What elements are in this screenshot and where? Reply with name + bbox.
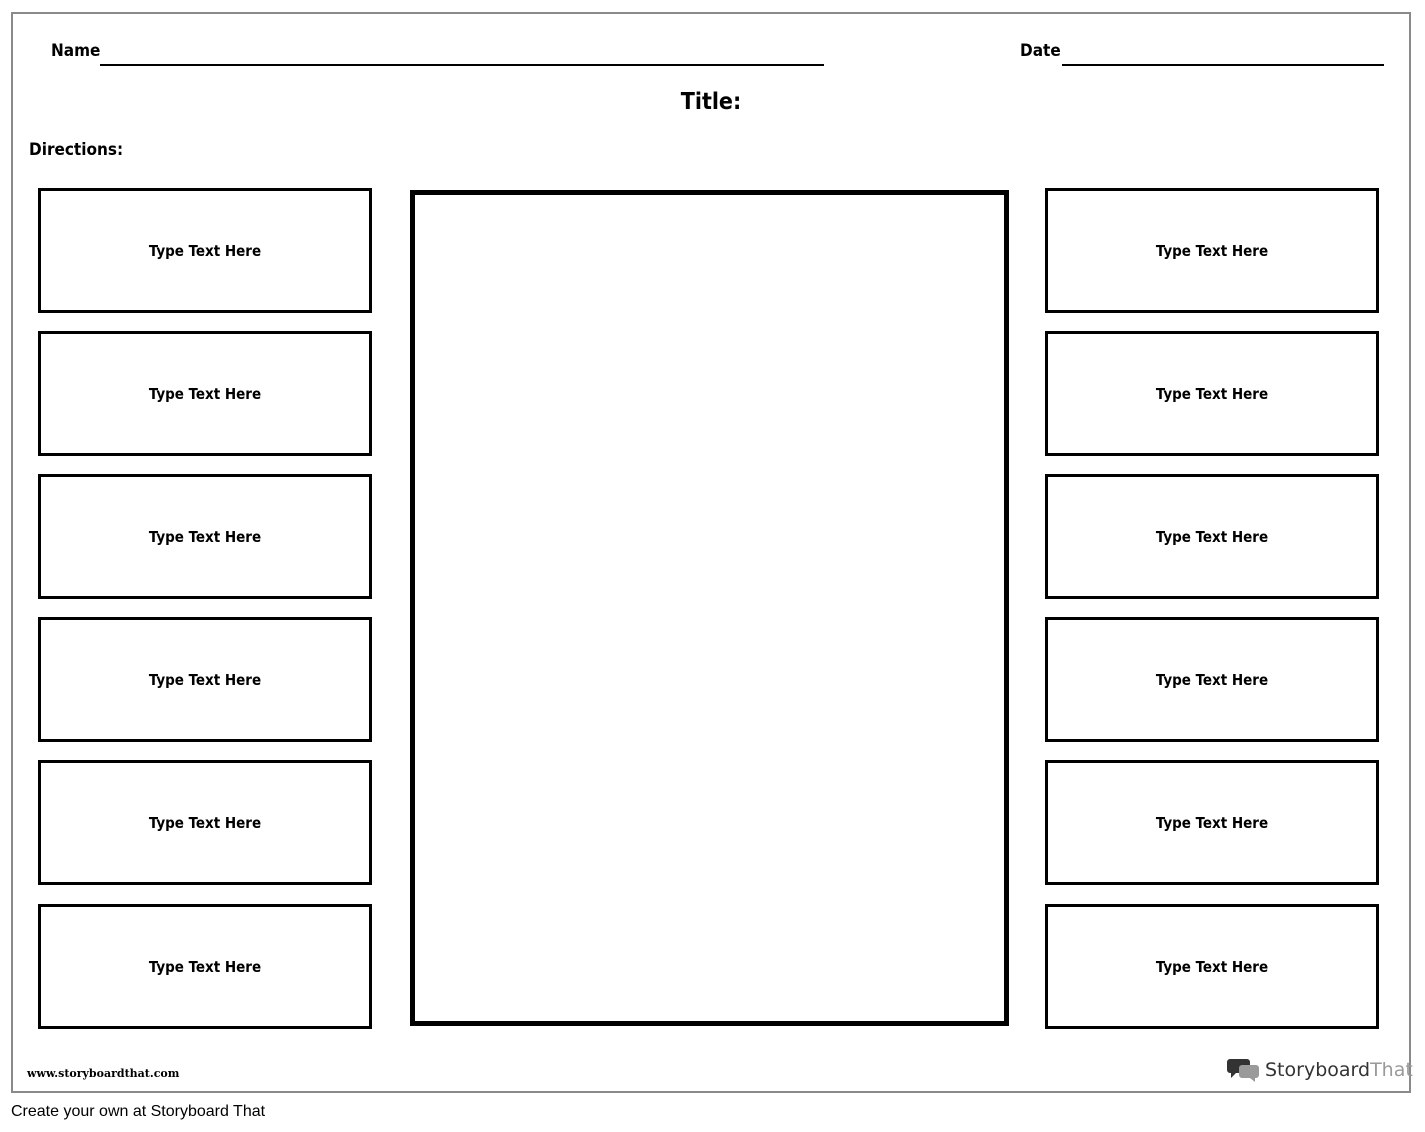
right-text-box-2-text: Type Text Here xyxy=(1155,384,1269,403)
center-image-frame[interactable] xyxy=(410,190,1009,1026)
worksheet: Name Date Title: Directions: Type Text H… xyxy=(11,12,1413,1093)
right-text-box-4-text: Type Text Here xyxy=(1155,670,1269,689)
right-text-box-4[interactable]: Type Text Here xyxy=(1045,617,1379,742)
right-text-box-1[interactable]: Type Text Here xyxy=(1045,188,1379,313)
directions-label: Directions: xyxy=(29,140,124,160)
right-text-box-6-text: Type Text Here xyxy=(1155,957,1269,976)
name-field-line[interactable] xyxy=(100,64,824,66)
logo-wordmark: StoryboardThat xyxy=(1265,1059,1413,1081)
left-text-box-2[interactable]: Type Text Here xyxy=(38,331,372,456)
right-text-box-2[interactable]: Type Text Here xyxy=(1045,331,1379,456)
left-text-box-4[interactable]: Type Text Here xyxy=(38,617,372,742)
speech-bubbles-icon xyxy=(1227,1057,1261,1083)
storyboardthat-logo[interactable]: StoryboardThat xyxy=(1227,1055,1413,1085)
left-text-box-4-text: Type Text Here xyxy=(148,670,262,689)
left-text-box-1[interactable]: Type Text Here xyxy=(38,188,372,313)
right-text-box-5-text: Type Text Here xyxy=(1155,813,1269,832)
date-field-line[interactable] xyxy=(1062,64,1384,66)
left-text-box-1-text: Type Text Here xyxy=(148,241,262,260)
left-text-box-3-text: Type Text Here xyxy=(148,527,262,546)
right-text-box-1-text: Type Text Here xyxy=(1155,241,1269,260)
left-text-box-6-text: Type Text Here xyxy=(148,957,262,976)
name-label: Name xyxy=(51,41,101,61)
left-text-box-5[interactable]: Type Text Here xyxy=(38,760,372,885)
left-text-box-2-text: Type Text Here xyxy=(148,384,262,403)
logo-wordmark-part2: That xyxy=(1370,1059,1413,1081)
right-text-box-3[interactable]: Type Text Here xyxy=(1045,474,1379,599)
left-text-box-6[interactable]: Type Text Here xyxy=(38,904,372,1029)
title-label: Title: xyxy=(680,89,742,115)
create-your-own-link[interactable]: Create your own at Storyboard That xyxy=(11,1103,266,1120)
date-label: Date xyxy=(1020,41,1061,61)
right-text-box-5[interactable]: Type Text Here xyxy=(1045,760,1379,885)
left-text-box-3[interactable]: Type Text Here xyxy=(38,474,372,599)
left-text-box-5-text: Type Text Here xyxy=(148,813,262,832)
site-url[interactable]: www.storyboardthat.com xyxy=(27,1067,180,1080)
right-text-box-3-text: Type Text Here xyxy=(1155,527,1269,546)
logo-wordmark-part1: Storyboard xyxy=(1265,1059,1371,1081)
right-text-box-6[interactable]: Type Text Here xyxy=(1045,904,1379,1029)
